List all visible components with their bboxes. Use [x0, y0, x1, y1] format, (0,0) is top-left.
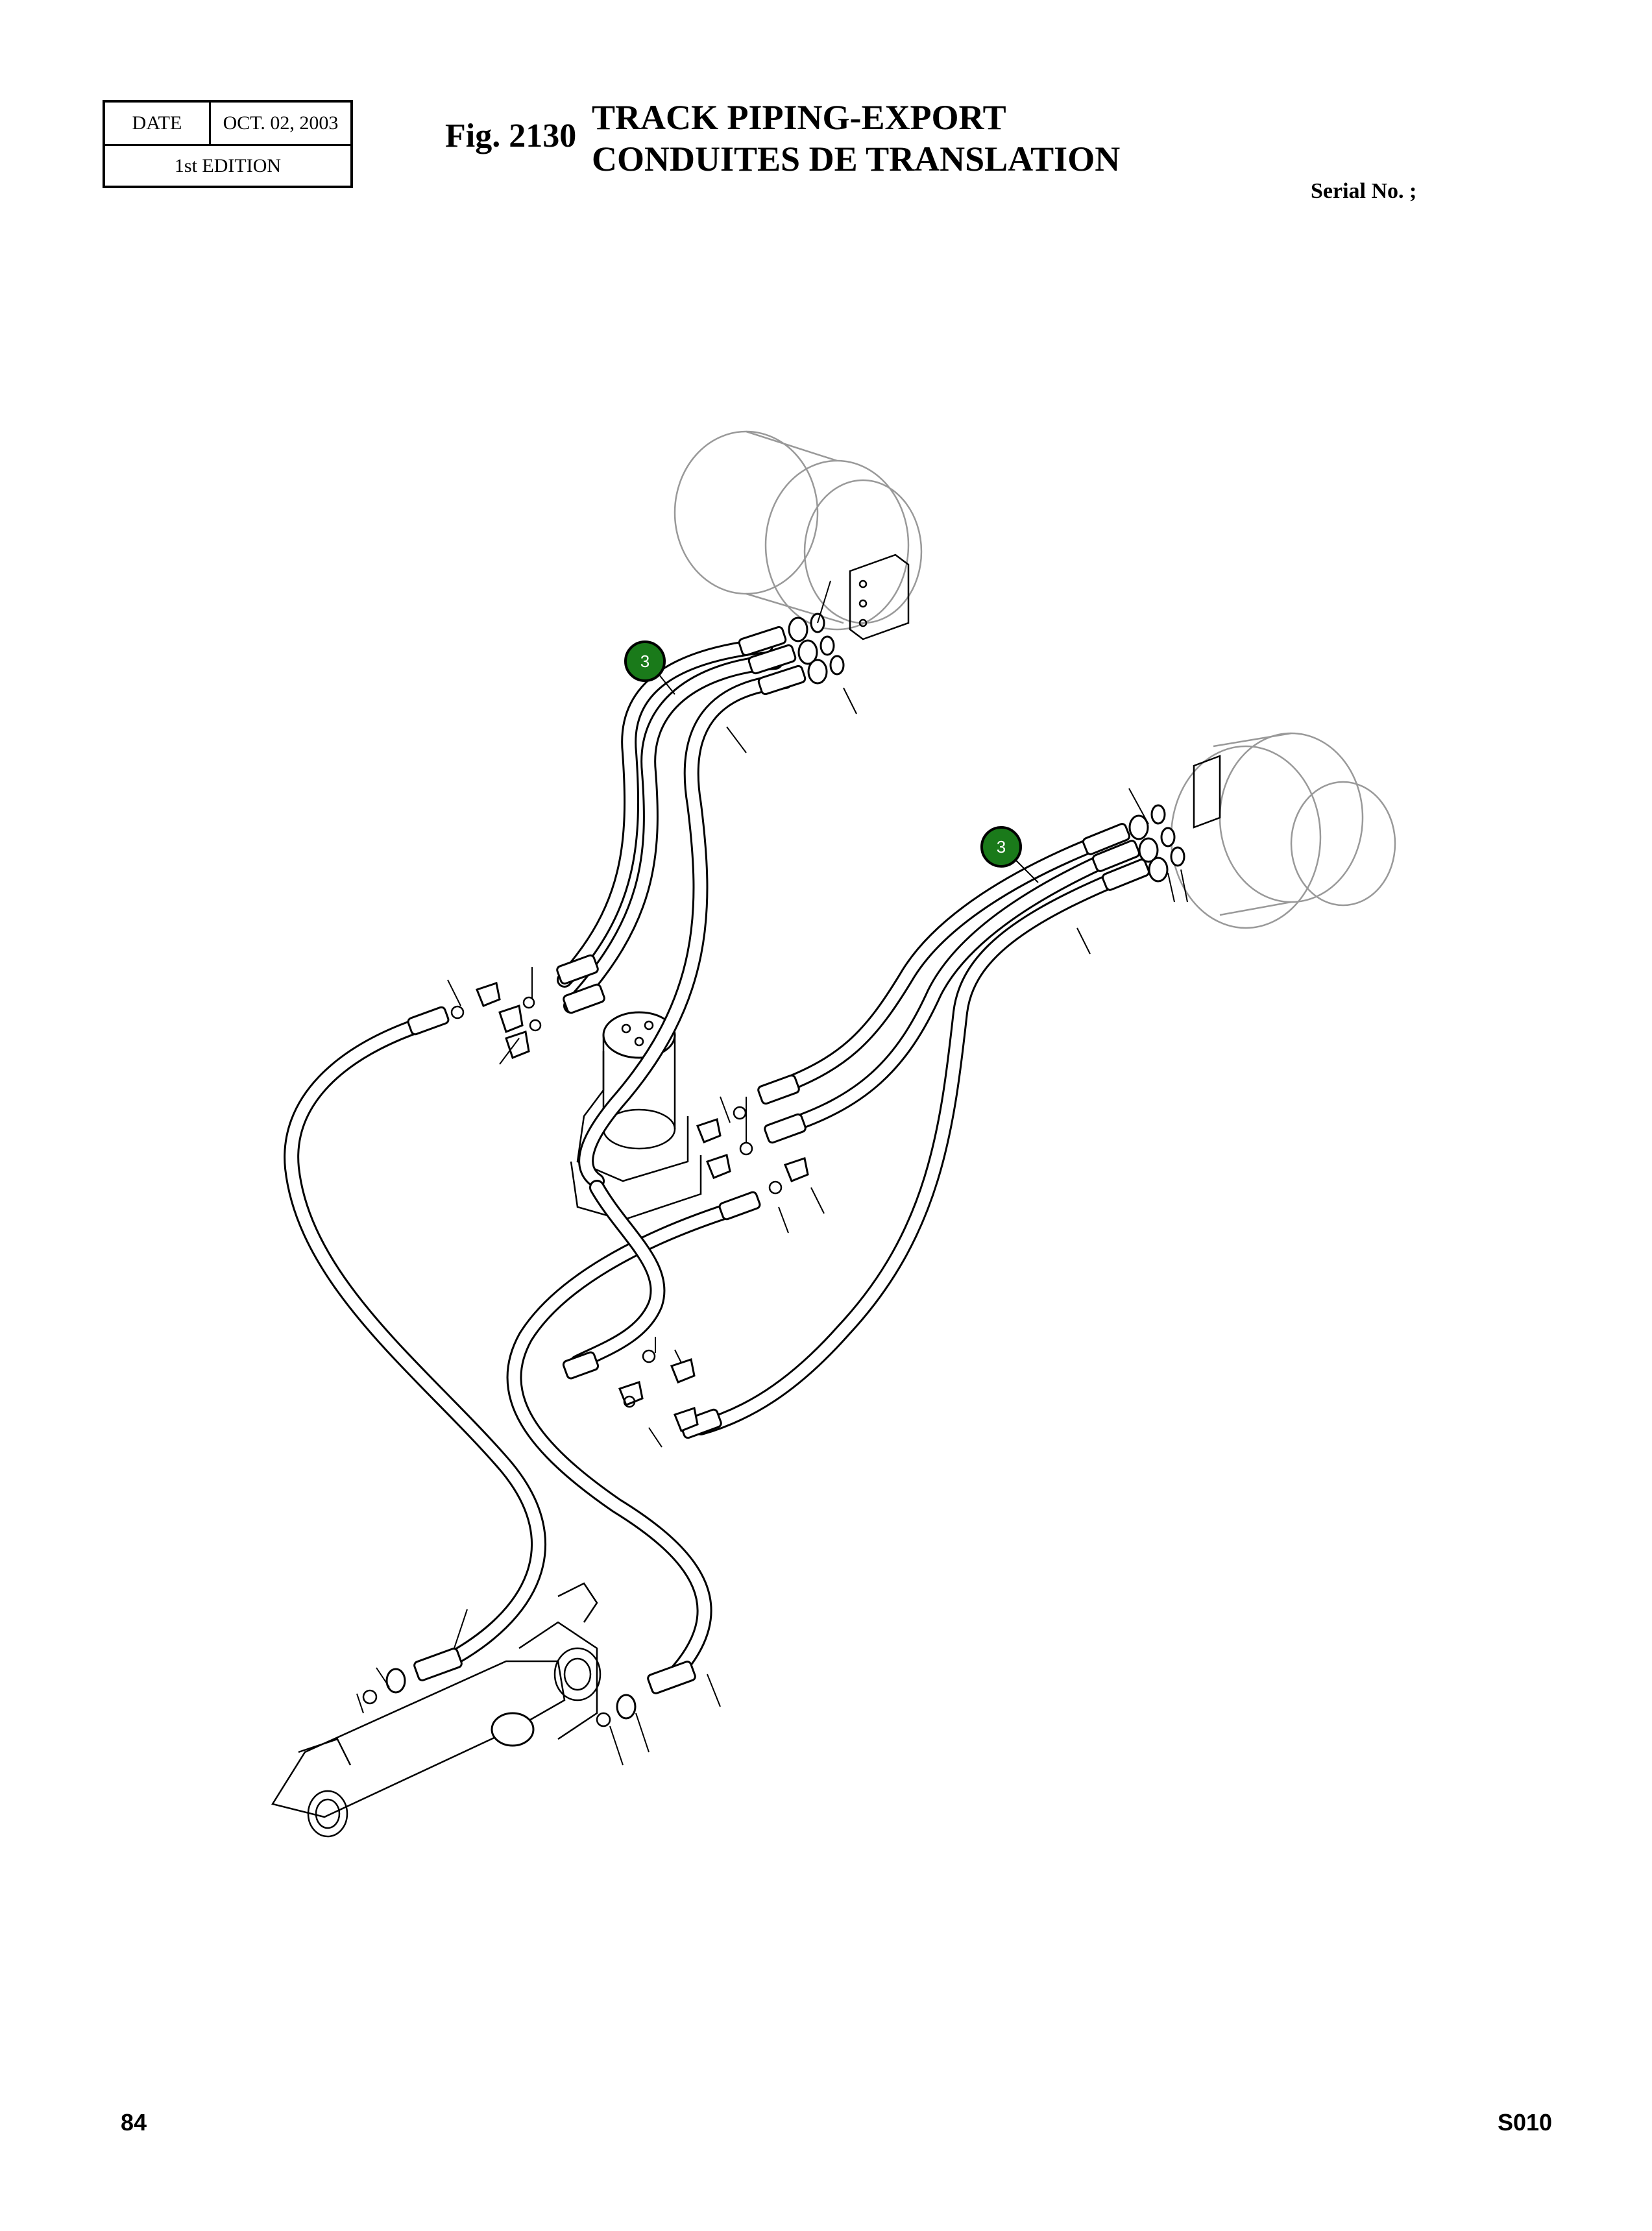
edition-label: 1st EDITION	[174, 155, 282, 177]
callout-label: 3	[997, 837, 1006, 857]
date-box: DATE OCT. 02, 2003 1st EDITION	[103, 100, 353, 188]
figure-number: Fig. 2130	[445, 117, 577, 154]
right-travel-motor	[1170, 732, 1396, 929]
date-value: OCT. 02, 2003	[223, 112, 339, 134]
dozer-cylinder	[271, 1582, 601, 1838]
upper-travel-motor	[674, 430, 923, 640]
date-label: DATE	[105, 103, 211, 144]
callout-3-right: 3	[980, 826, 1022, 868]
hoses	[284, 638, 1130, 1682]
model-code: S010	[1498, 2109, 1553, 2136]
callout-label: 3	[640, 652, 650, 671]
hose-fittings	[407, 626, 1150, 1694]
title-french: CONDUITES DE TRANSLATION	[592, 140, 1121, 178]
connectors	[362, 613, 1185, 1727]
leader-lines	[356, 580, 1188, 1766]
page-number: 84	[121, 2109, 147, 2136]
date-row: DATE OCT. 02, 2003	[105, 103, 350, 146]
callout-3-upper: 3	[624, 640, 666, 682]
serial-number: Serial No. ;	[1311, 179, 1417, 203]
title-english: TRACK PIPING-EXPORT	[592, 98, 1006, 137]
